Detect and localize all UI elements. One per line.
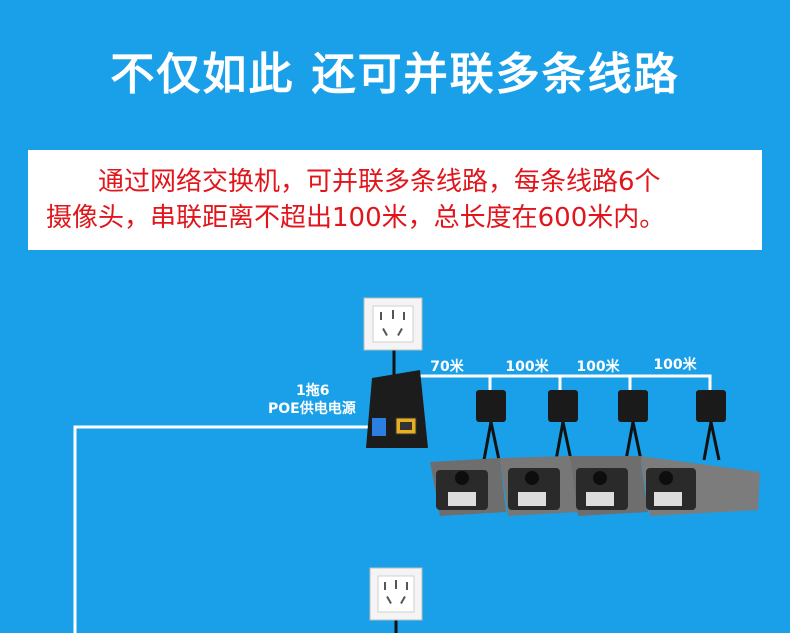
junction-box-icon	[618, 390, 648, 461]
camera-icon	[640, 456, 760, 516]
junction-boxes	[476, 390, 726, 461]
ethernet-port-icon	[395, 417, 417, 435]
junction-box-icon	[476, 390, 506, 461]
headline: 不仅如此 还可并联多条线路	[110, 49, 680, 100]
wall-socket-icon	[363, 297, 423, 351]
poe-adapter-icon	[366, 370, 428, 448]
poe-label-line-2: POE供电电源	[268, 401, 356, 417]
segment-label-2: 100米	[505, 359, 549, 375]
description-line-1: 通过网络交换机，可并联多条线路，每条线路6个	[98, 167, 661, 197]
segment-label-4: 100米	[653, 357, 697, 373]
poe-label-line-1: 1拖6	[296, 383, 330, 399]
camera-icon	[500, 456, 578, 516]
camera-icon	[570, 456, 648, 516]
junction-box-icon	[696, 390, 726, 461]
description-line-2: 摄像头，串联距离不超出100米，总长度在600米内。	[46, 203, 666, 233]
cameras	[430, 456, 760, 516]
description-box: 通过网络交换机，可并联多条线路，每条线路6个 摄像头，串联距离不超出100米，总…	[28, 150, 762, 250]
camera-icon	[430, 458, 506, 516]
junction-box-icon	[548, 390, 578, 461]
segment-label-1: 70米	[430, 359, 464, 375]
power-cords	[392, 348, 398, 633]
segment-label-3: 100米	[576, 359, 620, 375]
wall-socket-icon	[369, 567, 423, 621]
